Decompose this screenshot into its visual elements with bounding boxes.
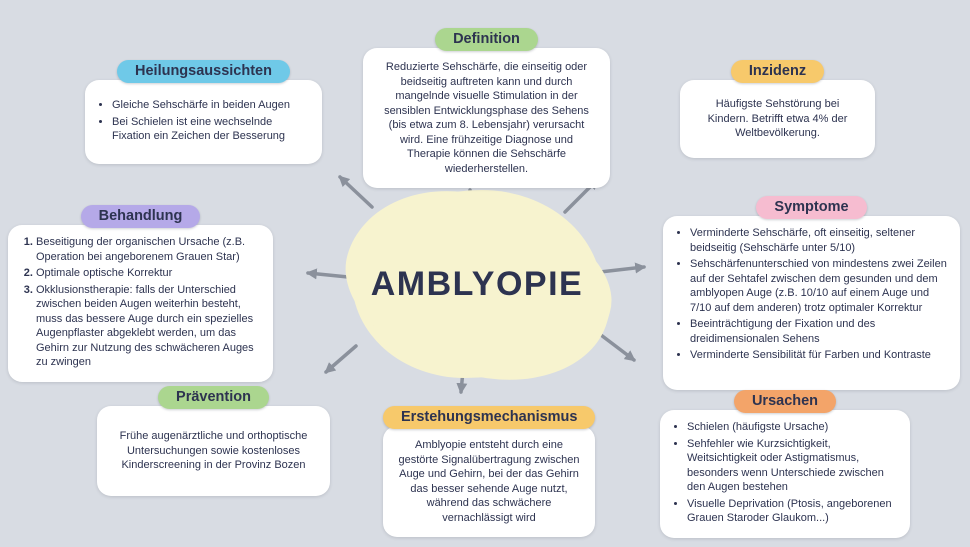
node-heilungsaussichten-card[interactable]: Gleiche Sehschärfe in beiden Augen Bei S… bbox=[85, 80, 322, 164]
node-heilungsaussichten-title[interactable]: Heilungsaussichten bbox=[117, 60, 290, 83]
node-inzidenz[interactable]: Inzidenz Häufigste Sehstörung bei Kinder… bbox=[680, 60, 875, 158]
list-item: Okklusionstherapie: falls der Unterschie… bbox=[36, 283, 261, 370]
node-praevention-title[interactable]: Prävention bbox=[158, 386, 269, 409]
node-definition-card[interactable]: Reduzierte Sehschärfe, die einseitig ode… bbox=[363, 48, 610, 189]
list-item: Gleiche Sehschärfe in beiden Augen bbox=[112, 98, 310, 113]
node-erstehungsmechanismus-card[interactable]: Amblyopie entsteht durch eine gestörte S… bbox=[383, 426, 595, 538]
node-behandlung[interactable]: Behandlung Beseitigung der organischen U… bbox=[8, 205, 273, 382]
list-item: Optimale optische Korrektur bbox=[36, 266, 261, 281]
list-item: Sehfehler wie Kurzsichtigkeit, Weitsicht… bbox=[687, 437, 898, 495]
node-erstehungsmechanismus[interactable]: Erstehungsmechanismus Amblyopie entsteht… bbox=[383, 406, 596, 538]
node-behandlung-card[interactable]: Beseitigung der organischen Ursache (z.B… bbox=[8, 225, 273, 382]
node-praevention[interactable]: Prävention Frühe augenärztliche und orth… bbox=[97, 386, 330, 496]
node-symptome-title[interactable]: Symptome bbox=[756, 196, 867, 219]
list-item: Verminderte Sensibilität für Farben und … bbox=[690, 348, 948, 363]
node-definition[interactable]: Definition Reduzierte Sehschärfe, die ei… bbox=[363, 28, 610, 189]
arrow-to-praevention bbox=[324, 344, 358, 374]
list-item: Bei Schielen ist eine wechselnde Fixatio… bbox=[112, 115, 310, 144]
behandlung-list: Beseitigung der organischen Ursache (z.B… bbox=[20, 235, 261, 370]
list-item: Sehschärfenunterschied von mindestens zw… bbox=[690, 257, 948, 315]
ursachen-list: Schielen (häufigste Ursache) Sehfehler w… bbox=[672, 420, 898, 526]
node-ursachen-card[interactable]: Schielen (häufigste Ursache) Sehfehler w… bbox=[660, 410, 910, 538]
node-behandlung-title[interactable]: Behandlung bbox=[80, 205, 201, 228]
arrow-to-heilungsaussichten bbox=[338, 175, 374, 209]
definition-text: Reduzierte Sehschärfe, die einseitig ode… bbox=[384, 61, 589, 175]
node-inzidenz-card[interactable]: Häufigste Sehstörung bei Kindern. Betrif… bbox=[680, 80, 875, 158]
symptome-list: Verminderte Sehschärfe, oft einseitig, s… bbox=[675, 226, 948, 363]
heilungsaussichten-list: Gleiche Sehschärfe in beiden Augen Bei S… bbox=[97, 98, 310, 146]
node-heilungsaussichten[interactable]: Heilungsaussichten Gleiche Sehschärfe in… bbox=[85, 60, 322, 164]
arrow-to-ursachen bbox=[595, 330, 636, 362]
list-item: Schielen (häufigste Ursache) bbox=[687, 420, 898, 435]
node-erstehungsmechanismus-title[interactable]: Erstehungsmechanismus bbox=[383, 406, 596, 429]
list-item: Visuelle Deprivation (Ptosis, angeborene… bbox=[687, 497, 898, 526]
list-item: Verminderte Sehschärfe, oft einseitig, s… bbox=[690, 226, 948, 255]
list-item: Beeinträchtigung der Fixation und des dr… bbox=[690, 317, 948, 346]
center-topic-label: AMBLYOPIE bbox=[370, 264, 584, 303]
node-symptome[interactable]: Symptome Verminderte Sehschärfe, oft ein… bbox=[663, 196, 960, 390]
node-praevention-card[interactable]: Frühe augenärztliche und orthoptische Un… bbox=[97, 406, 330, 496]
inzidenz-text: Häufigste Sehstörung bei Kindern. Betrif… bbox=[707, 98, 848, 140]
node-ursachen[interactable]: Ursachen Schielen (häufigste Ursache) Se… bbox=[660, 390, 910, 538]
erstehungsmechanismus-text: Amblyopie entsteht durch eine gestörte S… bbox=[398, 439, 580, 524]
list-item: Beseitigung der organischen Ursache (z.B… bbox=[36, 235, 261, 264]
praevention-text: Frühe augenärztliche und orthoptische Un… bbox=[119, 430, 308, 472]
node-ursachen-title[interactable]: Ursachen bbox=[733, 390, 837, 413]
center-topic-node[interactable]: AMBLYOPIE bbox=[352, 190, 602, 378]
node-symptome-card[interactable]: Verminderte Sehschärfe, oft einseitig, s… bbox=[663, 216, 960, 390]
node-inzidenz-title[interactable]: Inzidenz bbox=[730, 60, 825, 83]
arrow-to-symptome bbox=[598, 262, 647, 274]
node-definition-title[interactable]: Definition bbox=[435, 28, 538, 51]
